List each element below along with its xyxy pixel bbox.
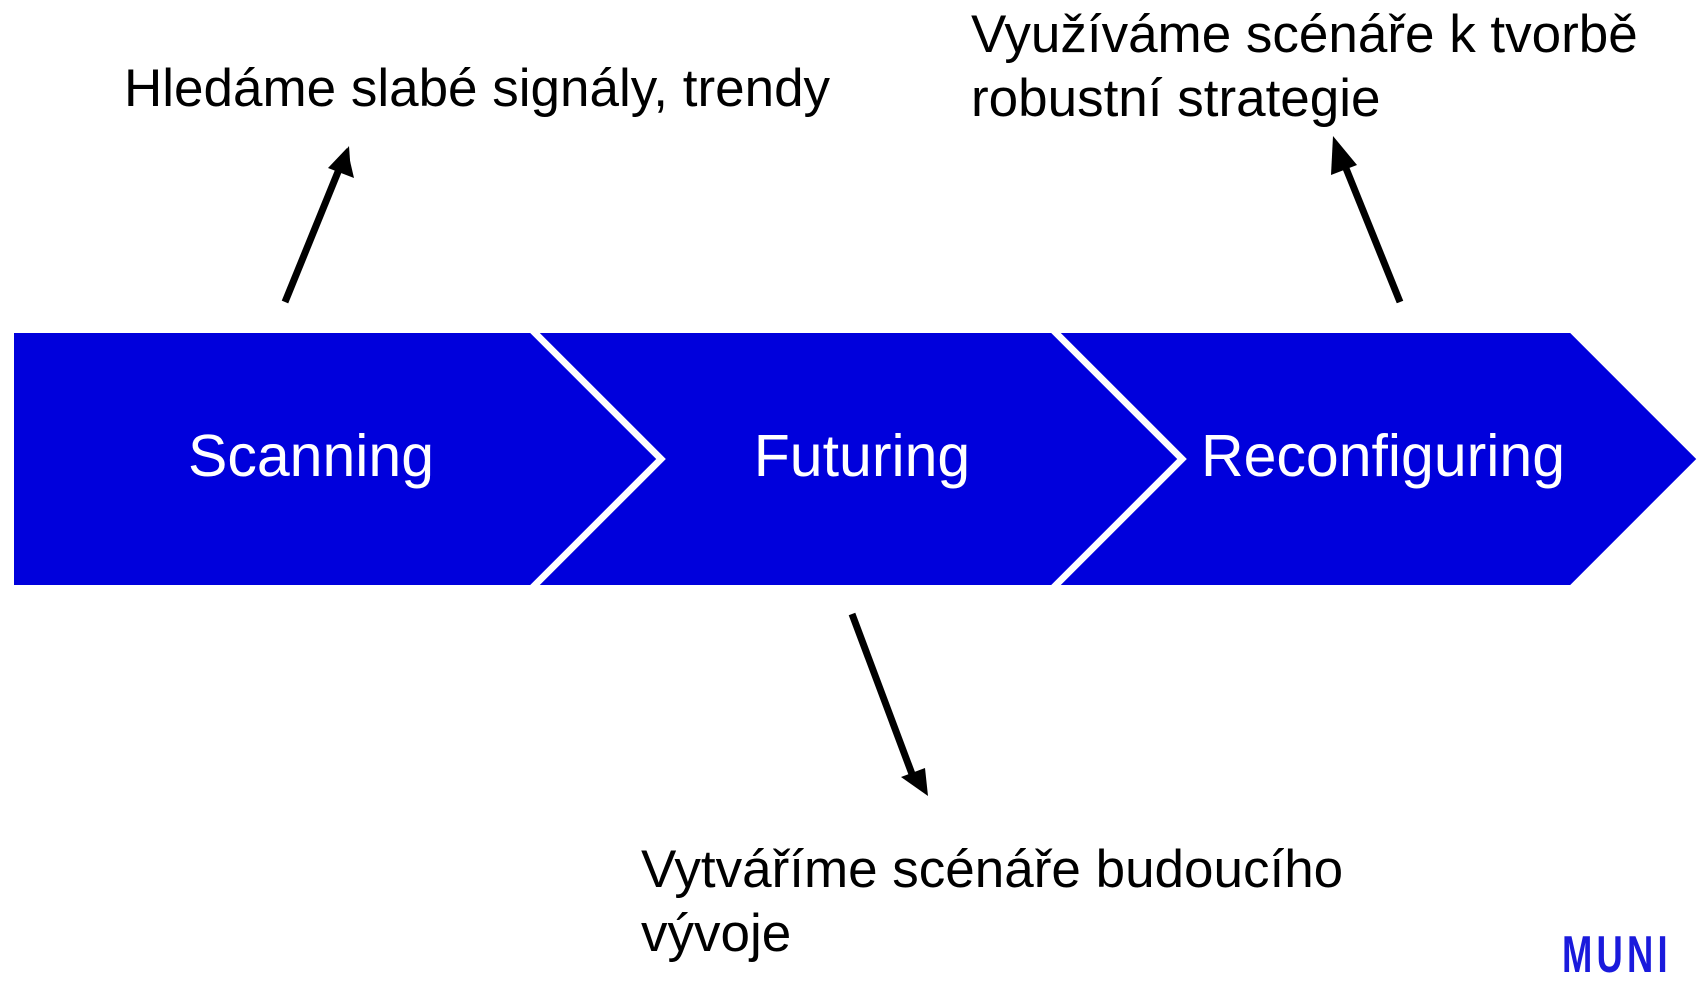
stage-label-futuring: Futuring [754, 423, 970, 489]
stage-scanning: Scanning [10, 329, 662, 589]
annotation-futuring: Vytváříme scénáře budoucího vývoje [641, 838, 1343, 966]
annotation-reconfiguring: Využíváme scénáře k tvorbě robustní stra… [971, 3, 1638, 131]
arrow-scanning [281, 146, 354, 304]
chevron-reconfiguring [1051, 329, 1701, 589]
chevron-futuring [530, 329, 1183, 589]
university-logo: MUNI [1562, 926, 1672, 984]
arrow-reconfiguring [1331, 136, 1404, 304]
annotation-reconfiguring-line-1: Využíváme scénáře k tvorbě [971, 5, 1638, 64]
annotation-reconfiguring-line-2: robustní strategie [971, 69, 1381, 128]
annotation-futuring-line-1: Vytváříme scénáře budoucího [641, 840, 1344, 899]
annotation-scanning-line-1: Hledáme slabé signály, trendy [124, 59, 831, 118]
stage-reconfiguring: Reconfiguring [1051, 329, 1701, 589]
annotation-futuring-line-2: vývoje [641, 904, 792, 963]
arrow-futuring [848, 612, 928, 796]
stage-label-reconfiguring: Reconfiguring [1201, 423, 1565, 489]
process-diagram: Scanning Futuring Reconfiguring [10, 136, 1701, 796]
annotation-scanning: Hledáme slabé signály, trendy [124, 57, 830, 121]
stage-label-scanning: Scanning [188, 423, 434, 489]
chevron-scanning [10, 329, 662, 589]
stage-futuring: Futuring [530, 329, 1183, 589]
